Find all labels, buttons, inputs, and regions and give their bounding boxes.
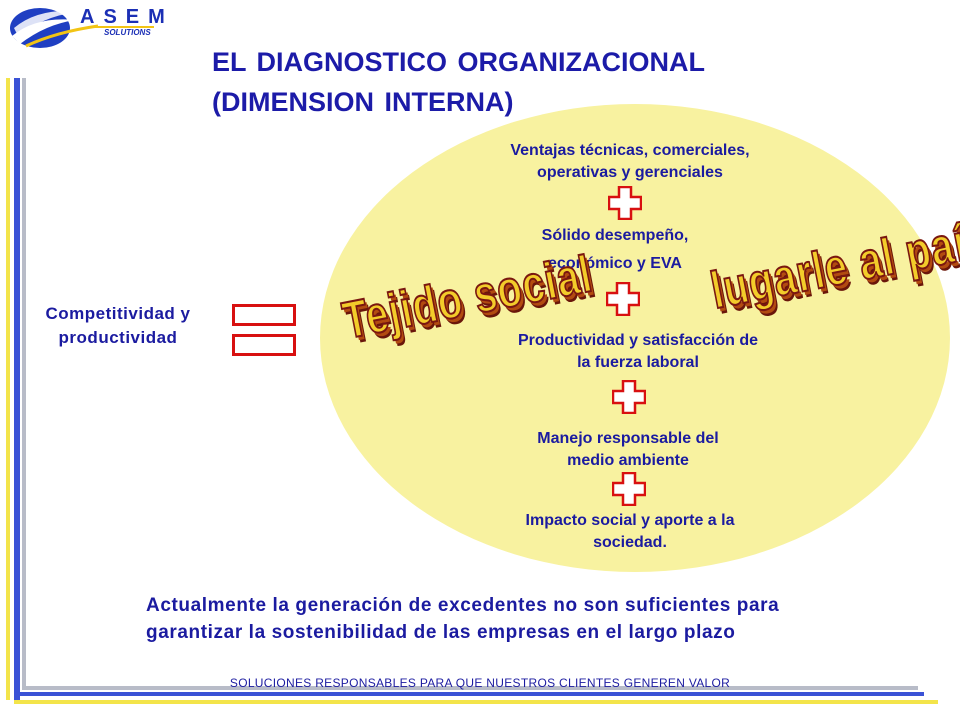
- left-border-yellow: [6, 78, 10, 700]
- left-border-gray: [22, 78, 26, 690]
- plus-icon: [612, 380, 646, 414]
- page-title: EL DIAGNOSTICO ORGANIZACIONAL (DIMENSION…: [212, 47, 706, 117]
- bottom-border-gray: [22, 686, 918, 690]
- side-label-competitividad: Competitividad y productividad: [45, 304, 191, 347]
- logo-subtitle: SOLUTIONS: [104, 28, 151, 37]
- logo-name: ASEM: [80, 6, 174, 28]
- conclusion-text: Actualmente la generación de excedentes …: [146, 595, 780, 643]
- plus-icon: [612, 472, 646, 506]
- equals-icon-bottom-bar: [232, 334, 296, 356]
- node-desempeno: Sólido desempeño, económico y EVA: [541, 227, 689, 272]
- node-impacto-social: Impacto social y aporte a la sociedad.: [525, 512, 735, 551]
- node-medio-ambiente: Manejo responsable del medio ambiente: [537, 430, 719, 469]
- bottom-border-yellow: [14, 700, 938, 704]
- equals-icon-top-bar: [232, 304, 296, 326]
- logo-underline: [94, 26, 154, 28]
- plus-icon: [606, 282, 640, 316]
- node-productividad: Productividad y satisfacción de la fuerz…: [517, 332, 759, 371]
- left-border-blue: [14, 78, 20, 700]
- node-ventajas: Ventajas técnicas, comerciales, operativ…: [510, 142, 750, 181]
- bottom-border-blue: [14, 692, 924, 696]
- asem-logo-icon: [10, 8, 99, 48]
- plus-icon: [608, 186, 642, 220]
- footer-slogan: SOLUCIONES RESPONSABLES PARA QUE NUESTRO…: [229, 676, 731, 690]
